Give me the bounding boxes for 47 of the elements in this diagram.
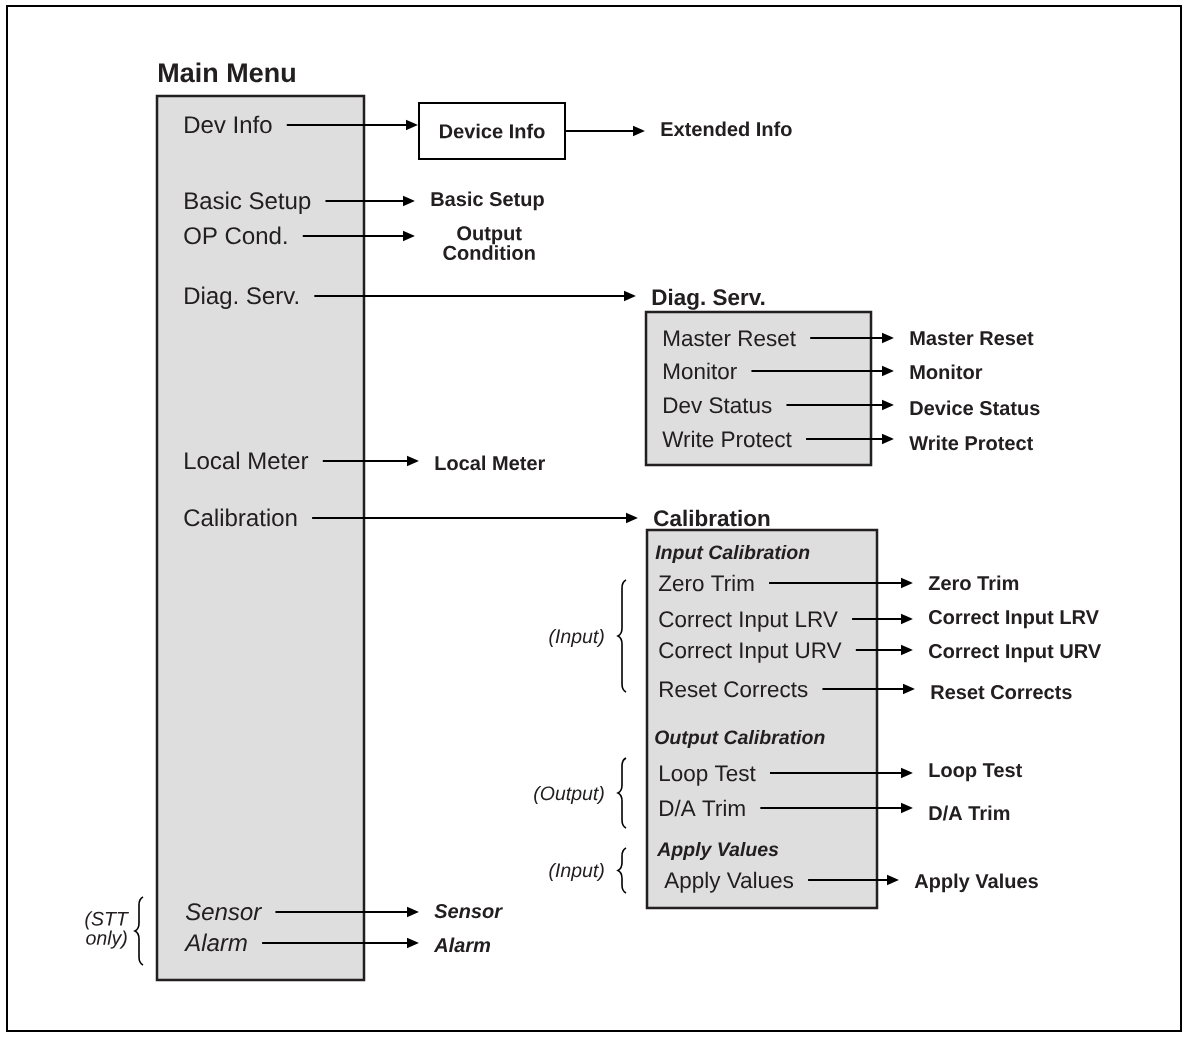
menu-item: Apply Values xyxy=(664,871,794,893)
menu-item: Loop Test xyxy=(660,765,756,786)
menu-item: Alarm xyxy=(184,933,247,952)
menu-target: Monitor xyxy=(910,364,983,380)
section-heading: Input Calibration xyxy=(655,544,810,564)
panel-heading: Calibration xyxy=(654,509,770,527)
menu-item: Sensor xyxy=(185,903,263,921)
menu-item: Reset Corrects xyxy=(660,681,808,698)
menu-item: Local Meter xyxy=(185,451,309,470)
note-label: (Input) xyxy=(549,628,604,648)
note-label: (Output) xyxy=(534,785,604,805)
menu-item: Zero Trim xyxy=(658,574,754,592)
menu-target: Basic Setup xyxy=(431,191,544,211)
menu-target: Reset Corrects xyxy=(931,685,1072,700)
menu-target: Write Protect xyxy=(909,435,1034,451)
panel-heading: Diag. Serv. xyxy=(652,288,765,310)
menu-item: Diag. Serv. xyxy=(185,286,298,309)
menu-item: D/A Trim xyxy=(660,799,745,817)
menu-item: Master Reset xyxy=(664,330,796,347)
menu-item: Basic Setup xyxy=(185,191,311,214)
section-heading: Apply Values xyxy=(656,841,779,861)
menu-target: Local Meter xyxy=(435,455,546,471)
menu-target: Sensor xyxy=(434,904,503,919)
menu-item: Write Protect xyxy=(662,430,792,448)
menu-item: Dev Info xyxy=(185,115,272,134)
note-label: (STT only) xyxy=(85,911,129,949)
section-heading: Output Calibration xyxy=(655,729,825,749)
menu-item: Dev Status xyxy=(664,397,772,414)
menu-item: Correct Input LRV xyxy=(659,611,838,632)
menu-item: Monitor xyxy=(664,362,737,380)
menu-item: OP Cond. xyxy=(184,226,287,245)
menu-target: D/A Trim xyxy=(929,805,1010,821)
menu-target: Zero Trim xyxy=(928,575,1019,591)
panel-heading: Main Menu xyxy=(159,62,295,83)
process-box: Device Info xyxy=(418,102,566,160)
menu-target: Correct Input URV xyxy=(929,644,1102,663)
note-label: (Input) xyxy=(549,862,604,882)
menu-target: Apply Values xyxy=(914,873,1038,893)
menu-target: Extended Info xyxy=(661,121,792,137)
menu-target: Device Status xyxy=(910,400,1040,416)
menu-target: Loop Test xyxy=(929,763,1023,782)
menu-target: Master Reset xyxy=(910,331,1034,346)
menu-target: Correct Input LRV xyxy=(929,610,1099,629)
menu-item: Calibration xyxy=(184,508,297,527)
menu-target: Output Condition xyxy=(443,226,535,260)
menu-item: Correct Input URV xyxy=(659,642,842,663)
menu-target: Alarm xyxy=(433,937,491,953)
